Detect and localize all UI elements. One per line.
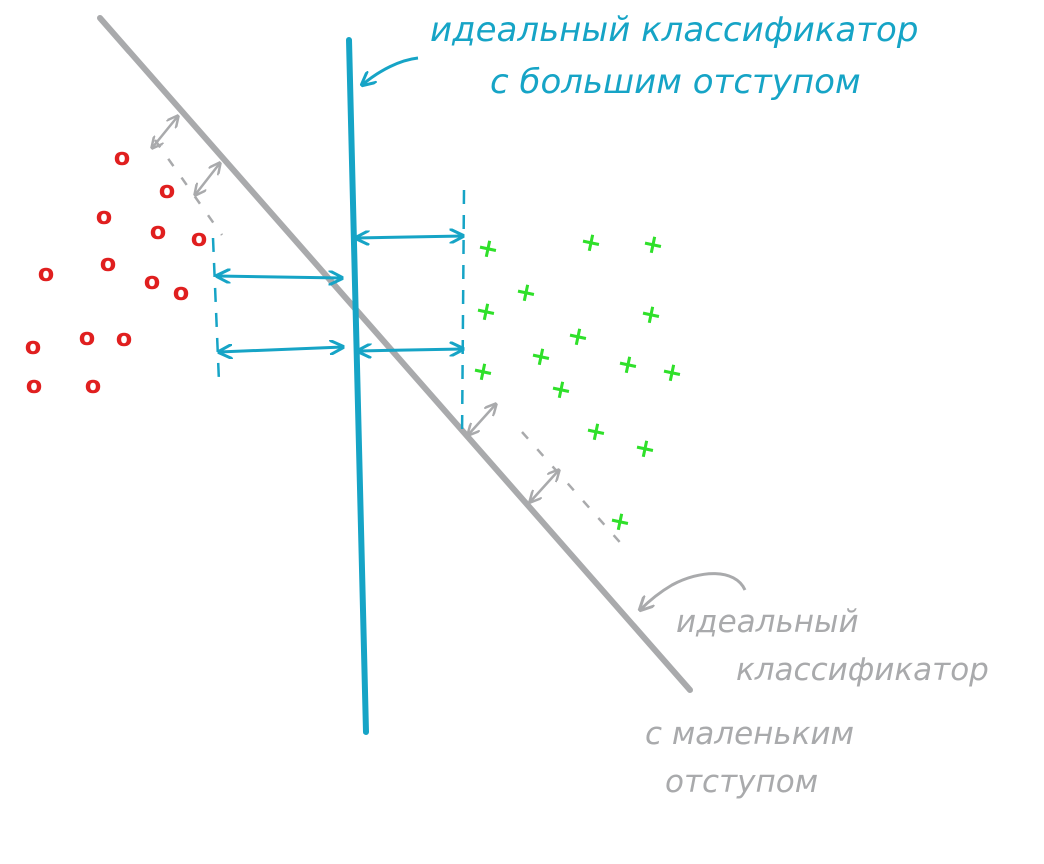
class-o-point: o [25,332,42,360]
large-margin-arrow [219,347,343,352]
class-plus-point: + [582,415,610,449]
class-plus-point: + [614,348,642,382]
large-margin-classifier-line [346,37,369,735]
class-plus-point: + [606,505,634,539]
class-o-point: o [173,278,190,306]
small-margin-label-line2: классификатор [736,652,989,688]
class-plus-point: + [658,356,686,390]
class-o-point: o [38,259,55,287]
class-plus-point: + [637,298,665,332]
small-margin-arrow [152,116,178,148]
large-margin-boundary-left [211,237,221,383]
class-o-point: o [26,371,43,399]
small-margin-label-line4: отступом [665,764,819,800]
class-plus-points: +++++++++++++++ [469,226,686,539]
class-plus-point: + [472,295,500,329]
class-o-point: o [159,176,176,204]
class-o-point: o [150,217,167,245]
class-plus-point: + [474,232,502,266]
class-o-point: o [100,249,117,277]
small-margin-boundary-left [153,139,224,236]
large-margin-arrow [217,276,342,278]
large-margin-arrow [356,236,463,238]
class-plus-point: + [512,276,540,310]
class-o-point: o [144,267,161,295]
small-margin-arrow [195,163,220,195]
small-margin-boundary-right [521,431,626,549]
large-margin-arrow [358,349,463,351]
class-plus-point: + [469,355,497,389]
large-margin-boundary-right [460,189,466,441]
small-margin-arrow [468,404,496,435]
class-o-point: o [96,202,113,230]
class-o-point: o [114,143,131,171]
class-plus-point: + [631,432,659,466]
small-margin-arrow [530,470,559,502]
small-margin-pointer-arrow [640,572,747,610]
small-margin-classifier-line [97,15,693,693]
class-plus-point: + [577,226,605,260]
class-plus-point: + [639,228,667,262]
large-margin-pointer-arrow [362,56,419,85]
class-plus-point: + [527,340,555,374]
class-o-point: o [79,323,96,351]
small-margin-label-line3: с маленьким [645,716,854,752]
class-o-point: o [85,371,102,399]
class-plus-point: + [564,320,592,354]
small-margin-label-line1: идеальный [676,604,859,640]
class-o-point: o [191,224,208,252]
large-margin-label-line2: с большим отступом [490,62,861,102]
class-o-point: o [116,324,133,352]
class-plus-point: + [547,373,575,407]
large-margin-label-line1: идеальный классификатор [430,10,919,50]
